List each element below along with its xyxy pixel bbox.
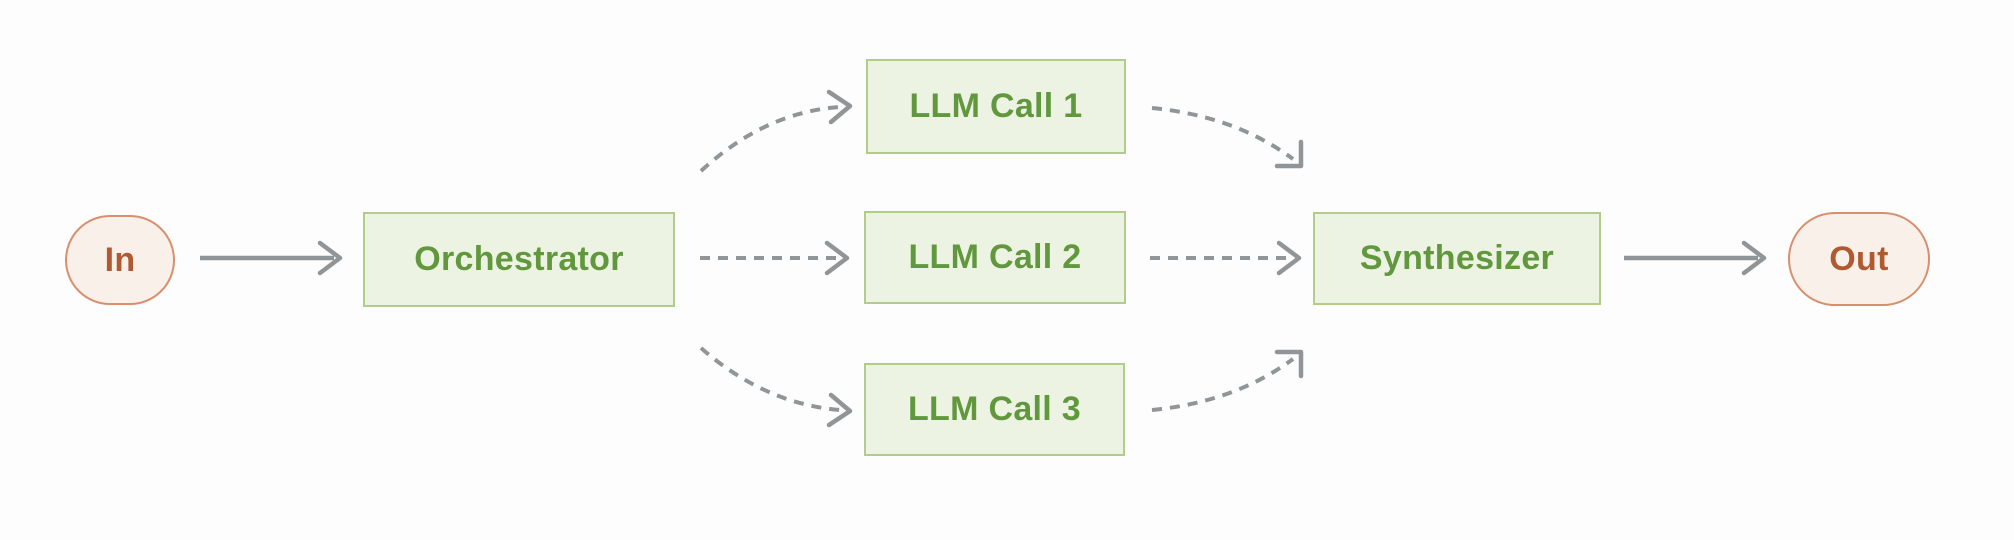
arrowhead-orchestrator-llm3 [826, 392, 853, 428]
arrowhead-in-orchestrator [317, 240, 343, 276]
node-in-label: In [104, 240, 136, 279]
node-llm-call-2-label: LLM Call 2 [908, 238, 1082, 276]
edge-orchestrator-llm3 [699, 346, 841, 412]
node-synthesizer-label: Synthesizer [1359, 239, 1555, 277]
arrowhead-llm2-synthesizer [1276, 240, 1302, 276]
arrowhead-orchestrator-llm2 [824, 240, 850, 276]
arrowhead-orchestrator-llm1 [826, 89, 853, 125]
edge-orchestrator-llm1 [699, 105, 841, 173]
node-llm-call-3-label: LLM Call 3 [907, 390, 1082, 428]
node-synthesizer: Synthesizer [1313, 212, 1601, 305]
arrowhead-llm3-synthesizer [1274, 349, 1304, 379]
node-llm-call-3: LLM Call 3 [864, 363, 1125, 456]
node-llm-call-1: LLM Call 1 [866, 59, 1126, 154]
edge-llm3-synthesizer [1151, 357, 1295, 412]
node-llm-call-2: LLM Call 2 [864, 211, 1126, 304]
node-out-label: Out [1829, 239, 1889, 278]
node-orchestrator-label: Orchestrator [414, 240, 624, 278]
node-in: In [65, 215, 175, 305]
arrowhead-synthesizer-out [1741, 240, 1767, 276]
edge-llm1-synthesizer [1151, 106, 1295, 161]
node-orchestrator: Orchestrator [363, 212, 675, 307]
arrowhead-llm1-synthesizer [1274, 139, 1304, 169]
node-out: Out [1788, 212, 1930, 306]
node-llm-call-1-label: LLM Call 1 [909, 87, 1083, 125]
